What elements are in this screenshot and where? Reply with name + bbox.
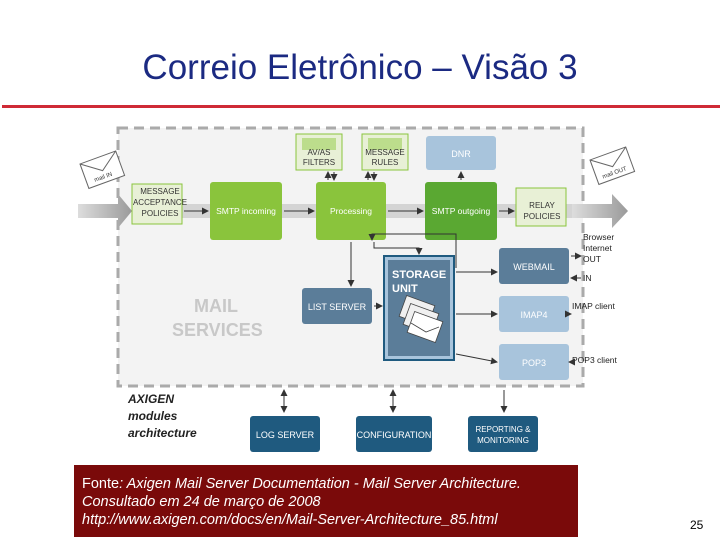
monitoring-label: MONITORING xyxy=(477,436,529,445)
caption-line-2: Consultado em 24 de março de 2008 xyxy=(82,494,321,510)
axigen-architecture-diagram: mail IN mail OUT AV/AS FILTERS MESSAGE R… xyxy=(78,126,636,452)
mail-out-envelope-icon: mail OUT xyxy=(589,146,636,186)
smtp-incoming-label: SMTP incoming xyxy=(216,206,276,216)
processing-label: Processing xyxy=(330,206,372,216)
connector-arrows xyxy=(184,171,582,413)
acceptance-label-2: ACCEPTANCE xyxy=(133,198,187,207)
imap4-node: IMAP4 xyxy=(499,296,569,332)
webmail-label: WEBMAIL xyxy=(513,262,555,272)
message-rules-node: MESSAGE RULES xyxy=(361,133,409,171)
list-server-label: LIST SERVER xyxy=(308,302,367,312)
slide-title: Correio Eletrônico – Visão 3 xyxy=(142,48,578,87)
pop3-client-label: POP3 client xyxy=(572,355,618,365)
mail-in-envelope-icon: mail IN xyxy=(79,150,126,190)
modules-label: modules xyxy=(128,409,178,423)
list-server-node: LIST SERVER xyxy=(302,288,372,324)
caption-label: Fonte xyxy=(82,476,120,492)
axigen-brand: AXIGEN xyxy=(127,392,174,406)
message-rules-sublabel: RULES xyxy=(372,158,399,167)
incoming-flow-arrow xyxy=(78,194,132,228)
pop3-label: POP3 xyxy=(522,358,546,368)
storage-label: STORAGE xyxy=(392,269,446,281)
configuration-label: CONFIGURATION xyxy=(357,430,432,440)
caption-line-1: Fonte: Axigen Mail Server Documentation … xyxy=(82,475,578,493)
caption-url: http://www.axigen.com/docs/en/Mail-Serve… xyxy=(82,512,498,528)
message-rules-label: MESSAGE xyxy=(365,148,405,157)
configuration-node: CONFIGURATION xyxy=(356,416,432,452)
acceptance-label-3: POLICIES xyxy=(142,209,179,218)
imap4-label: IMAP4 xyxy=(520,310,547,320)
webmail-node: WEBMAIL xyxy=(499,248,569,284)
dnr-node: DNR xyxy=(426,136,496,170)
source-caption: Fonte: Axigen Mail Server Documentation … xyxy=(74,465,578,537)
log-server-label: LOG SERVER xyxy=(256,430,315,440)
browser-label: Browser xyxy=(583,232,614,242)
out-label: OUT xyxy=(583,254,601,264)
dnr-label: DNR xyxy=(451,149,471,159)
storage-unit-node: STORAGE UNIT xyxy=(383,255,455,361)
imap-client-label: IMAP client xyxy=(572,301,615,311)
mail-services-sublabel: SERVICES xyxy=(172,320,263,340)
acceptance-label-1: MESSAGE xyxy=(140,187,180,196)
outgoing-flow-arrow xyxy=(572,194,628,228)
relay-sublabel: POLICIES xyxy=(524,212,561,221)
architecture-label: architecture xyxy=(128,426,197,440)
relay-policies-node: RELAY POLICIES xyxy=(515,187,567,227)
relay-label: RELAY xyxy=(529,201,555,210)
smtp-incoming-node: SMTP incoming xyxy=(210,182,282,240)
pop3-node: POP3 xyxy=(499,344,569,380)
in-label: IN xyxy=(583,273,592,283)
smtp-outgoing-label: SMTP outgoing xyxy=(432,206,491,216)
mail-services-label: MAIL xyxy=(194,296,238,316)
storage-sublabel: UNIT xyxy=(392,283,418,295)
title-divider xyxy=(2,105,720,108)
av-as-label: AV/AS xyxy=(308,148,331,157)
page-number: 25 xyxy=(690,518,704,532)
mail-stack-icon xyxy=(398,295,444,343)
reporting-node: REPORTING & MONITORING xyxy=(468,416,538,452)
message-acceptance-node: MESSAGE ACCEPTANCE POLICIES xyxy=(131,183,187,225)
log-server-node: LOG SERVER xyxy=(250,416,320,452)
av-as-sublabel: FILTERS xyxy=(303,158,335,167)
caption-source-title: : Axigen Mail Server Documentation - Mai… xyxy=(119,476,521,492)
processing-node: Processing xyxy=(316,182,386,240)
internet-label: Internet xyxy=(583,243,612,253)
smtp-outgoing-node: SMTP outgoing xyxy=(425,182,497,240)
av-as-filters-node: AV/AS FILTERS xyxy=(295,133,343,171)
reporting-label: REPORTING & xyxy=(476,425,532,434)
